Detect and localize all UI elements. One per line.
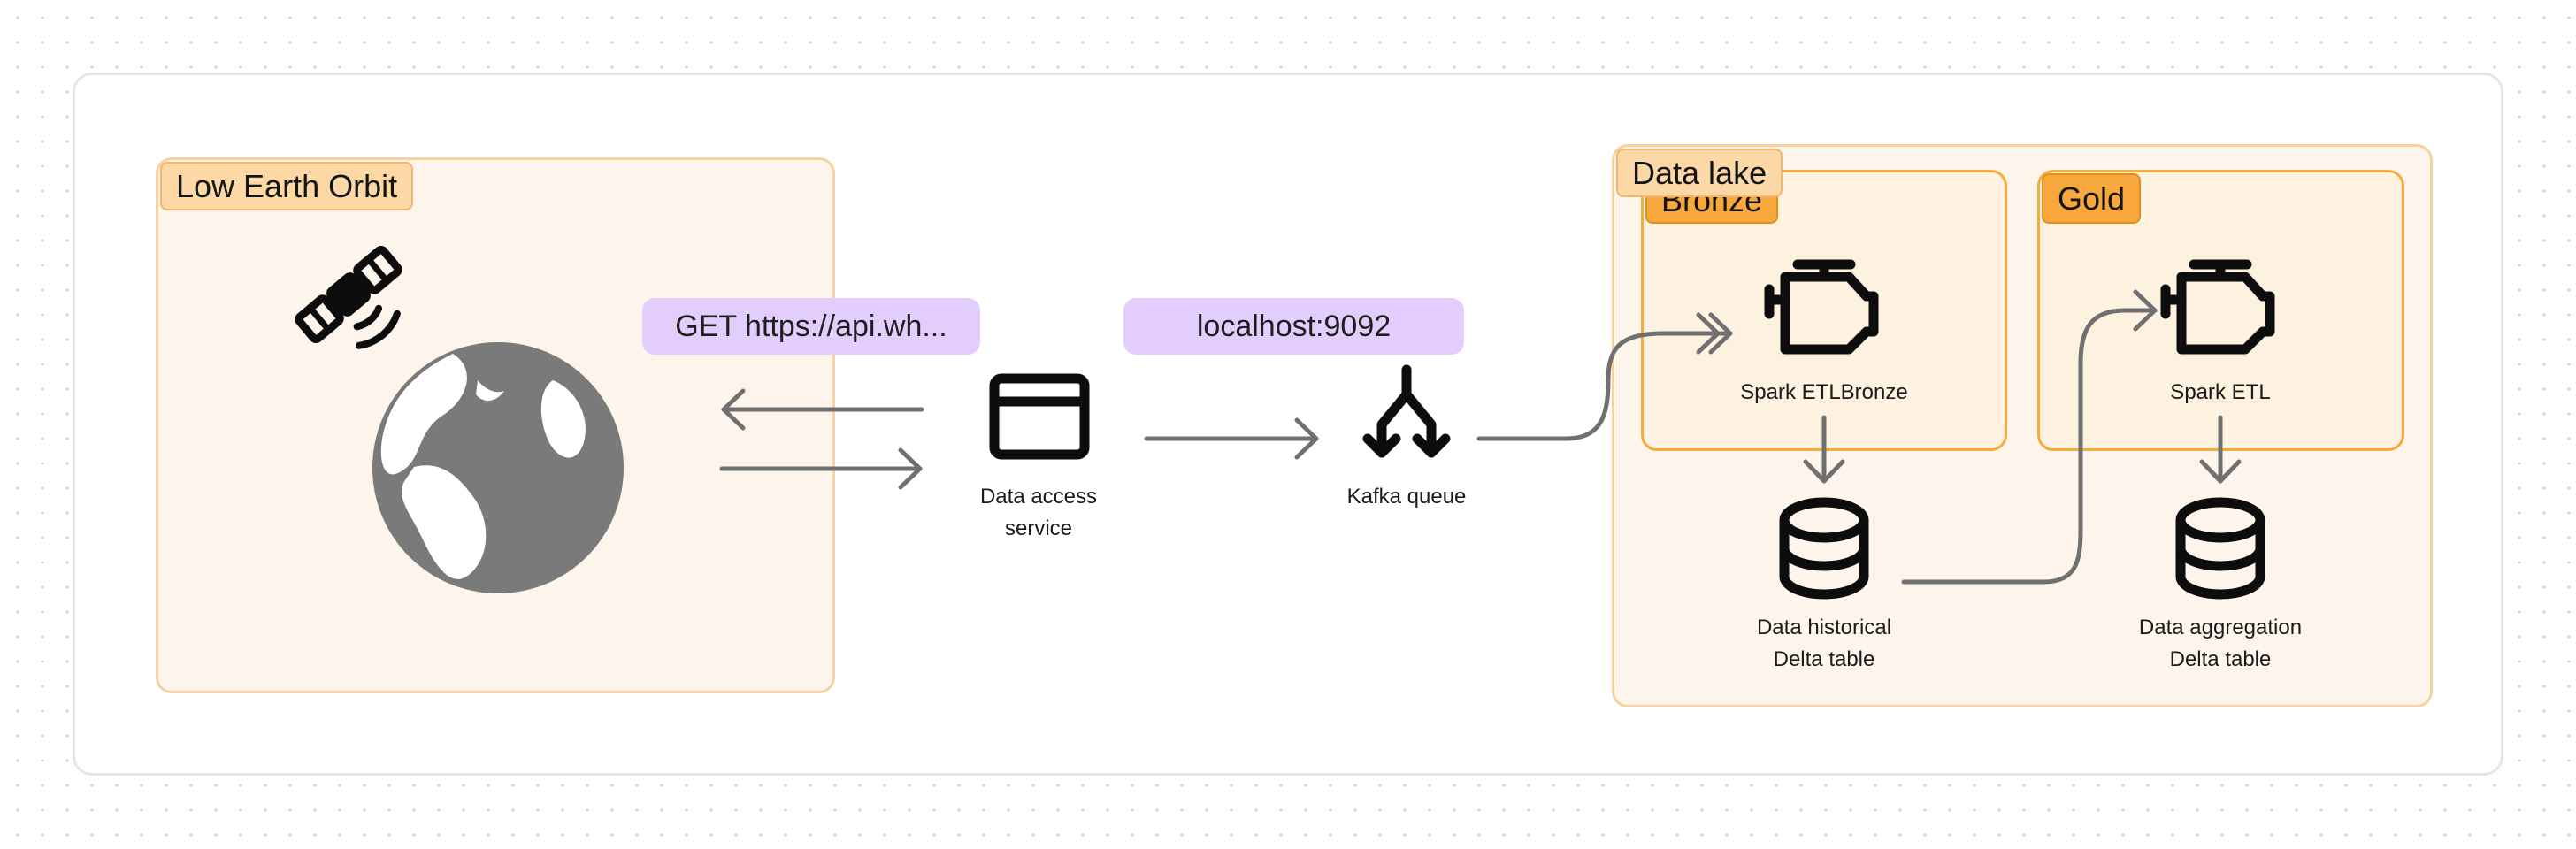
kafka-queue-label: Kafka queue — [1346, 485, 1467, 509]
data-lake-label: Data lake — [1616, 149, 1783, 197]
kafka-endpoint-edge-label[interactable]: localhost:9092 — [1123, 298, 1464, 355]
data-access-service-label-line2: service — [1004, 516, 1073, 540]
database-icon-historical[interactable] — [1784, 502, 1864, 594]
bronze-etl-to-table-arrow[interactable] — [1803, 415, 1845, 484]
satellite-icon — [295, 246, 402, 349]
data-access-service-label-line1: Data access — [979, 485, 1098, 509]
data-aggregation-label: Data aggregation Delta table — [2139, 612, 2302, 676]
kafka-fork-icon[interactable] — [1362, 364, 1451, 458]
kafka-to-bronze-arrow[interactable] — [1476, 312, 1733, 441]
spark-etl-gold-label: Spark ETL — [2170, 380, 2271, 404]
service-to-kafka-arrow[interactable] — [1144, 417, 1319, 460]
low-earth-orbit-label: Low Earth Orbit — [160, 162, 414, 210]
api-request-edge-label[interactable]: GET https://api.wh... — [642, 298, 980, 355]
engine-icon-bronze[interactable] — [1769, 264, 1874, 349]
spark-etl-bronze-label: Spark ETLBronze — [1740, 380, 1908, 404]
gold-etl-to-table-arrow[interactable] — [2199, 415, 2242, 484]
historical-to-gold-arrow[interactable] — [1901, 289, 2158, 585]
data-historical-label-line2: Delta table — [1773, 647, 1875, 671]
gold-label: Gold — [2042, 173, 2142, 224]
engine-icon-gold[interactable] — [2166, 264, 2270, 349]
data-access-service-label: Data access service — [980, 481, 1097, 545]
api-response-arrow[interactable] — [721, 388, 924, 431]
data-aggregation-label-line2: Delta table — [2169, 647, 2272, 671]
browser-window-icon[interactable] — [989, 373, 1090, 460]
globe-icon — [372, 342, 624, 593]
database-icon-aggregation[interactable] — [2181, 502, 2260, 594]
data-aggregation-label-line1: Data aggregation — [2138, 616, 2303, 639]
api-request-arrow[interactable] — [719, 447, 923, 490]
data-historical-label-line1: Data historical — [1756, 616, 1892, 639]
data-historical-label: Data historical Delta table — [1757, 612, 1891, 676]
